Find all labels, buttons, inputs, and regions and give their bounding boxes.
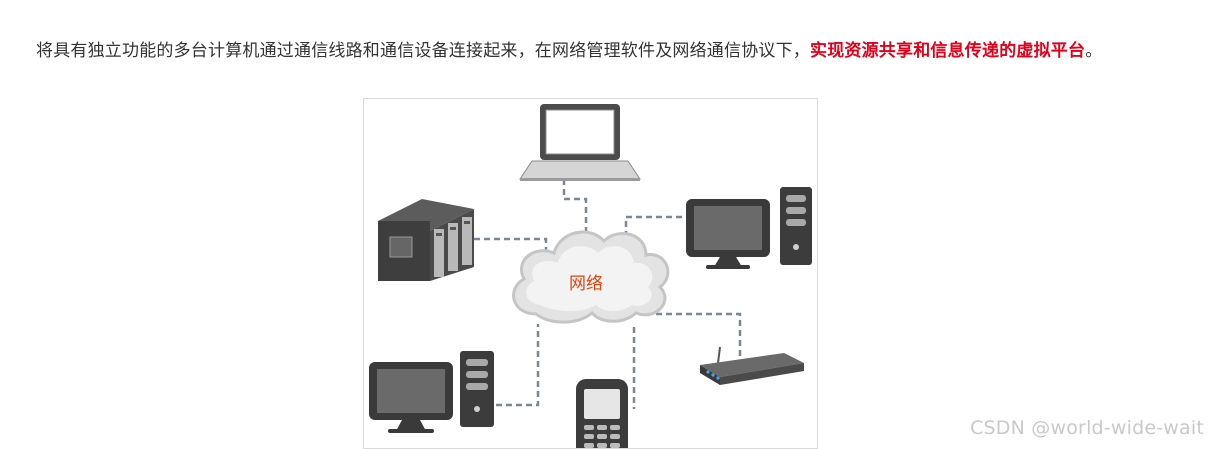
- link-desktop-left: [496, 324, 540, 407]
- network-diagram: 网络: [363, 98, 818, 449]
- link-router: [656, 312, 742, 361]
- paragraph-text: 将具有独立功能的多台计算机通过通信线路和通信设备连接起来，在网络管理软件及网络通…: [36, 41, 810, 61]
- paragraph-end: 。: [1085, 41, 1103, 61]
- desktop-pc-icon: [369, 351, 494, 433]
- link-laptop: [562, 179, 588, 239]
- cloud-icon: 网络: [512, 230, 670, 324]
- server-rack-icon: [378, 199, 474, 281]
- cloud-label: 网络: [569, 274, 603, 294]
- desktop-pc-icon: [686, 187, 812, 269]
- mobile-phone-icon: [576, 379, 628, 448]
- laptop-icon: [519, 104, 641, 181]
- highlighted-text: 实现资源共享和信息传递的虚拟平台: [810, 41, 1086, 61]
- watermark: CSDN @world-wide-wait: [970, 417, 1204, 439]
- description-paragraph: 将具有独立功能的多台计算机通过通信线路和通信设备连接起来，在网络管理软件及网络通…: [36, 35, 1156, 68]
- router-icon: [700, 346, 804, 385]
- link-desktop-right: [624, 215, 682, 249]
